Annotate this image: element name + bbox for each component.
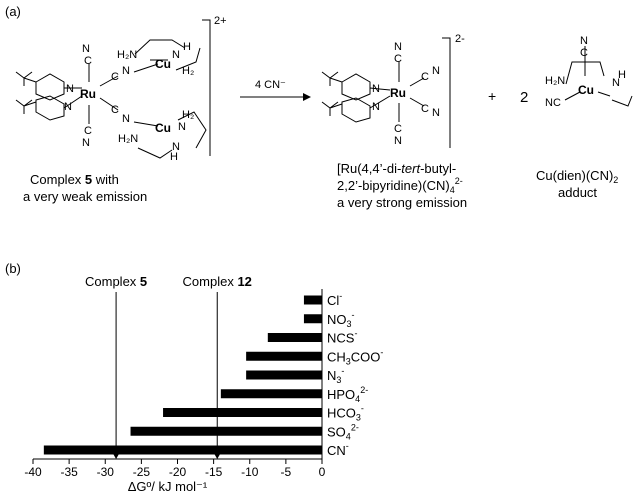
arrow-reagent: 4 CN⁻ <box>255 79 286 91</box>
atom-n: N <box>612 77 620 89</box>
charge-2plus: 2+ <box>214 15 227 27</box>
x-tick-label-5: -15 <box>205 465 223 479</box>
category-label-3: CH3COO- <box>327 347 383 366</box>
atom-n: N <box>64 101 72 113</box>
atom-cu: Cu <box>155 57 171 71</box>
atom-h2n: H₂N <box>545 75 565 87</box>
x-tick-label-7: -5 <box>281 465 292 479</box>
atom-nc: NC <box>545 97 561 109</box>
atom-n: N <box>394 135 402 147</box>
category-label-8: CN- <box>327 441 349 458</box>
category-label-2: NCS- <box>327 329 357 346</box>
reference-label-0: Complex 5 <box>85 274 147 289</box>
atom-n: N <box>122 65 130 77</box>
atom-c: C <box>394 123 402 135</box>
category-label-0: Cl- <box>327 291 342 308</box>
x-tick-label-6: -10 <box>241 465 259 479</box>
atom-c: C <box>111 104 119 116</box>
category-labels: Cl- NO3-NCS-CH3COO-N3-HPO42-HCO3-SO42-CN- <box>327 291 383 458</box>
category-label-5: HPO42- <box>327 385 368 404</box>
reaction-arrowhead <box>303 93 311 101</box>
bar-1 <box>303 314 322 324</box>
x-tick-label-4: -20 <box>169 465 187 479</box>
atom-ru: Ru <box>80 87 96 101</box>
category-label-7: SO42- <box>327 422 359 441</box>
product-ru-structure <box>321 62 425 123</box>
complex5-caption-line1: Complex 5 with <box>30 172 119 187</box>
atom-h: H <box>618 69 626 81</box>
atom-n: N <box>394 41 402 53</box>
atom-h: H <box>170 151 178 163</box>
panel-b-label: (b) <box>5 261 21 276</box>
atom-cu: Cu <box>155 121 171 135</box>
reference-label-1: Complex 12 <box>183 274 252 289</box>
adduct-caption-line1: Cu(dien)(CN)2 <box>536 168 618 185</box>
bars <box>43 295 323 455</box>
charge-bracket <box>442 37 451 148</box>
atom-h2: H₂ <box>182 109 194 121</box>
adduct-caption-line2: adduct <box>558 185 597 200</box>
atom-c: C <box>421 71 429 83</box>
cu-dien-structure <box>564 46 633 107</box>
binding-energy-chart: Complex 5 Complex 12 Cl- NO3-NCS-CH3COO-N3… <box>24 274 383 492</box>
x-tick-label-2: -30 <box>97 465 115 479</box>
atom-n: N <box>432 107 440 119</box>
atom-c: C <box>394 53 402 65</box>
category-label-4: N3- <box>327 366 344 385</box>
product-ru-atoms: N C N N Ru C N C N C N <box>372 41 440 147</box>
charge-bracket <box>202 19 211 156</box>
bar-0 <box>303 295 322 305</box>
atom-n: N <box>82 137 90 149</box>
atom-n: N <box>372 101 380 113</box>
atom-cu: Cu <box>578 83 594 97</box>
bar-2 <box>267 333 322 342</box>
plus-sign: + <box>488 88 496 104</box>
bar-4 <box>246 370 322 380</box>
x-tick-label-3: -25 <box>133 465 151 479</box>
atom-c: C <box>84 125 92 137</box>
atom-n: N <box>372 83 380 95</box>
bar-7 <box>130 426 322 436</box>
atom-c: C <box>580 47 588 59</box>
atom-n: N <box>172 141 180 153</box>
product-caption-line1: [Ru(4,4’-di-tert-butyl- <box>337 161 456 176</box>
cu-dien-atoms: N C H₂N Cu N H NC <box>545 35 626 109</box>
category-label-1: NO3- <box>327 310 355 329</box>
complex-5-structure <box>15 39 207 159</box>
atom-h: H <box>183 41 191 53</box>
atom-h2n: H₂N <box>117 49 137 61</box>
product-caption-line3: a very strong emission <box>337 195 467 210</box>
product-caption-line2: 2,2’-bipyridine)(CN)42- <box>337 176 463 195</box>
atom-n: N <box>580 35 588 47</box>
atom-n: N <box>66 83 74 95</box>
atom-h2: H₂ <box>182 65 194 77</box>
atom-n: N <box>172 49 180 61</box>
bar-8 <box>43 445 323 455</box>
bar-6 <box>163 408 322 417</box>
x-axis-label: ΔGº/ kJ mol⁻¹ <box>128 479 208 492</box>
atom-c: C <box>421 103 429 115</box>
charge-2minus: 2- <box>455 33 465 45</box>
x-tick-label-1: -35 <box>60 465 78 479</box>
x-ticks: -40 -35 -30 -25 -20 -15 -10 -5 0 <box>24 459 326 479</box>
complex5-caption-line2: a very weak emission <box>23 189 147 204</box>
x-tick-label-0: -40 <box>24 465 42 479</box>
coefficient-2: 2 <box>520 89 528 106</box>
atom-n: N <box>82 43 90 55</box>
atom-c: C <box>111 71 119 83</box>
bar-3 <box>246 351 322 361</box>
x-tick-label-8: 0 <box>319 465 326 479</box>
bar-5 <box>220 389 322 399</box>
atom-n: N <box>432 65 440 77</box>
atom-n: N <box>178 121 186 133</box>
atom-n: N <box>122 113 130 125</box>
complex-5-atoms: N C N N Ru C N C N C N H₂N Cu N H H₂ H₂ … <box>64 41 194 163</box>
atom-ru: Ru <box>390 86 406 100</box>
atom-c: C <box>84 55 92 67</box>
atom-h2n: H₂N <box>118 133 138 145</box>
panel-a-label: (a) <box>5 4 21 19</box>
category-label-6: HCO3- <box>327 404 364 423</box>
